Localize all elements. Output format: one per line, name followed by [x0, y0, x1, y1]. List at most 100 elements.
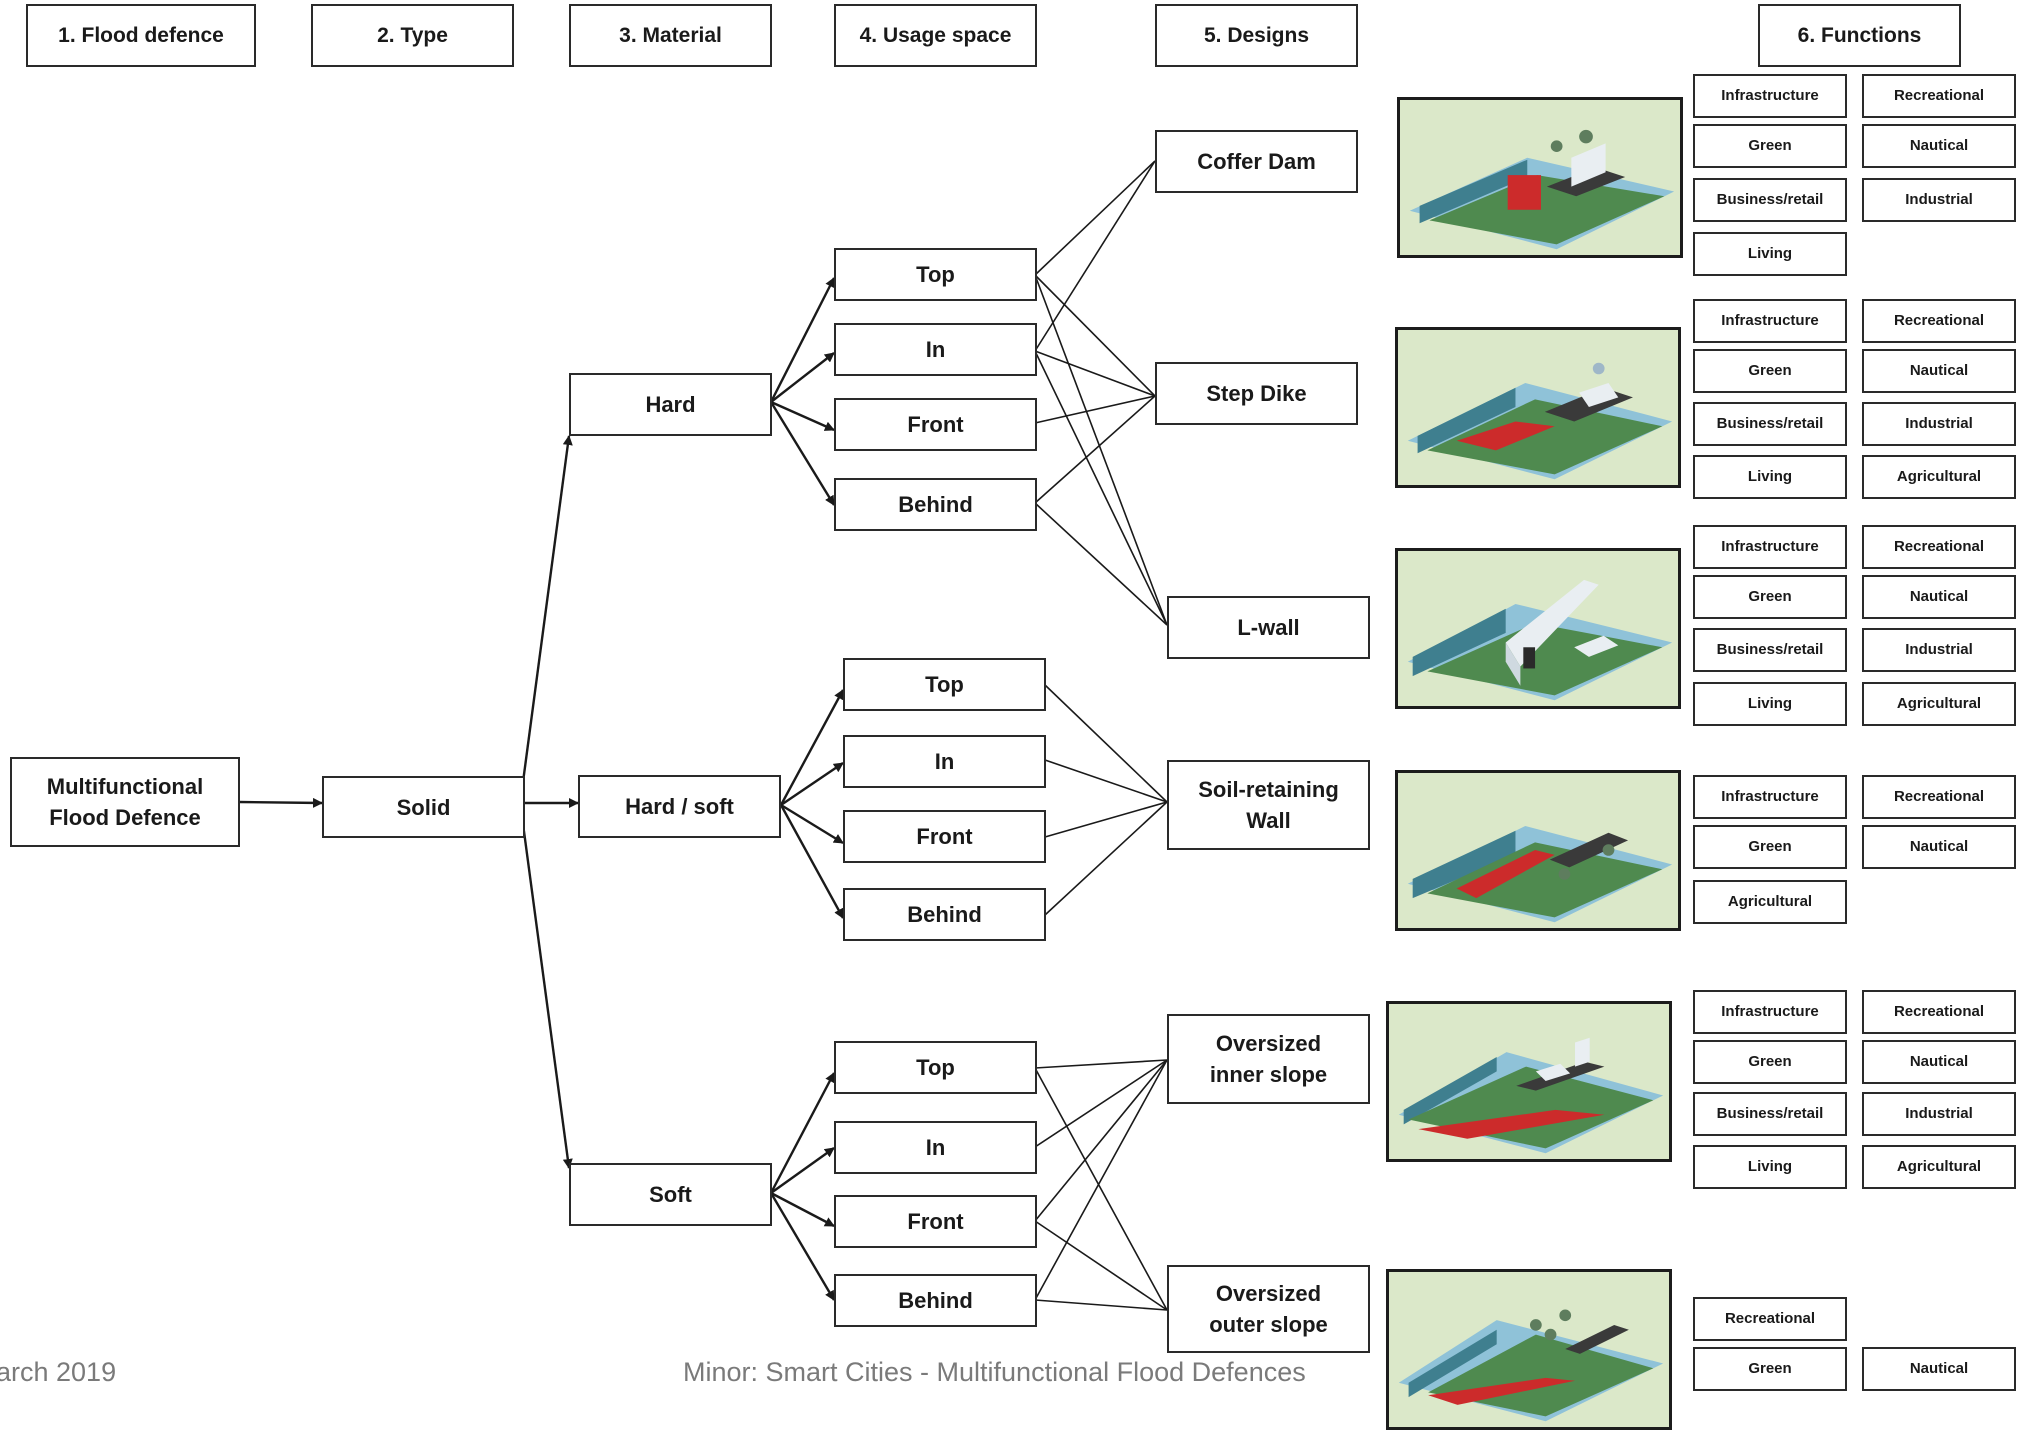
link-top-lwall — [1034, 274, 1168, 626]
coffer-dam-render-icon — [1397, 97, 1683, 258]
arrow-hard-to-behind — [769, 401, 836, 506]
link-s-behind-inner — [1034, 1059, 1168, 1301]
header-type: 2. Type — [311, 4, 514, 67]
function-nautical: Nautical — [1862, 575, 2016, 619]
design-coffer-dam: Coffer Dam — [1155, 130, 1358, 193]
link-top-stepdike — [1034, 274, 1156, 397]
design-oversized-outer-slope: Oversized outer slope — [1167, 1265, 1370, 1353]
link-in-stepdike — [1034, 350, 1156, 397]
material-hard-soft: Hard / soft — [578, 775, 781, 838]
design-l-wall: L-wall — [1167, 596, 1370, 659]
design-soil-retaining-wall: Soil-retaining Wall — [1167, 760, 1370, 850]
function-living: Living — [1693, 232, 1847, 276]
usage-hardsoft-front: Front — [843, 810, 1046, 863]
usage-hard-behind: Behind — [834, 478, 1037, 531]
function-infrastructure: Infrastructure — [1693, 74, 1847, 118]
arrow-hardsoft-to-behind — [779, 804, 845, 919]
function-agricultural: Agricultural — [1862, 682, 2016, 726]
usage-hardsoft-in: In — [843, 735, 1046, 788]
header-designs: 5. Designs — [1155, 4, 1358, 67]
link-s-front-inner — [1034, 1059, 1168, 1222]
link-hs-front-soil — [1044, 801, 1168, 838]
link-s-in-inner — [1034, 1059, 1168, 1148]
root-node: Multifunctional Flood Defence — [10, 757, 240, 847]
arrow-soft-to-in — [770, 1147, 835, 1194]
function-infrastructure: Infrastructure — [1693, 525, 1847, 569]
arrow-hardsoft-to-front — [780, 803, 844, 845]
function-nautical: Nautical — [1862, 124, 2016, 168]
arrow-root-to-solid — [238, 797, 323, 808]
link-hs-behind-soil — [1044, 801, 1168, 916]
function-green: Green — [1693, 825, 1847, 869]
link-s-behind-outer — [1034, 1299, 1168, 1311]
arrow-soft-to-front — [770, 1191, 835, 1228]
link-in-lwall — [1034, 350, 1168, 626]
usage-hardsoft-behind: Behind — [843, 888, 1046, 941]
header-usage-space: 4. Usage space — [834, 4, 1037, 67]
function-infrastructure: Infrastructure — [1693, 775, 1847, 819]
function-living: Living — [1693, 682, 1847, 726]
arrow-solid-to-soft — [521, 823, 573, 1169]
link-in-coffer — [1034, 160, 1156, 352]
arrow-hardsoft-to-in — [780, 762, 844, 806]
usage-soft-in: In — [834, 1121, 1037, 1174]
footer-title: Minor: Smart Cities - Multifunctional Fl… — [683, 1357, 1306, 1387]
function-recreational: Recreational — [1862, 775, 2016, 819]
type-solid: Solid — [322, 776, 525, 838]
link-hs-top-soil — [1044, 684, 1168, 803]
function-nautical: Nautical — [1862, 1040, 2016, 1084]
material-hard: Hard — [569, 373, 772, 436]
usage-hard-front: Front — [834, 398, 1037, 451]
function-recreational: Recreational — [1693, 1297, 1847, 1341]
function-green: Green — [1693, 349, 1847, 393]
footer-date: larch 2019 — [0, 1357, 117, 1387]
usage-hard-in: In — [834, 323, 1037, 376]
link-s-front-outer — [1034, 1220, 1168, 1311]
arrow-hard-to-front — [770, 400, 835, 432]
usage-hardsoft-top: Top — [843, 658, 1046, 711]
function-living: Living — [1693, 1145, 1847, 1189]
link-s-top-outer — [1034, 1067, 1168, 1311]
function-infrastructure: Infrastructure — [1693, 299, 1847, 343]
header-flood-defence: 1. Flood defence — [26, 4, 256, 67]
header-material: 3. Material — [569, 4, 772, 67]
material-soft: Soft — [569, 1163, 772, 1226]
step-dike-render-icon — [1395, 327, 1681, 488]
function-industrial: Industrial — [1862, 402, 2016, 446]
function-green: Green — [1693, 575, 1847, 619]
link-front-stepdike — [1034, 395, 1156, 424]
arrow-hard-to-in — [770, 352, 835, 403]
link-s-top-inner — [1034, 1059, 1168, 1069]
function-recreational: Recreational — [1862, 74, 2016, 118]
usage-soft-behind: Behind — [834, 1274, 1037, 1327]
design-step-dike: Step Dike — [1155, 362, 1358, 425]
arrow-soft-to-behind — [769, 1192, 836, 1301]
function-industrial: Industrial — [1862, 178, 2016, 222]
function-recreational: Recreational — [1862, 525, 2016, 569]
link-behind-stepdike — [1034, 395, 1156, 504]
link-behind-lwall — [1034, 502, 1168, 626]
function-business-retail: Business/retail — [1693, 178, 1847, 222]
function-business-retail: Business/retail — [1693, 628, 1847, 672]
header-functions: 6. Functions — [1758, 4, 1961, 67]
oversized-inner-slope-render-icon — [1386, 1001, 1672, 1162]
function-green: Green — [1693, 1347, 1847, 1391]
function-agricultural: Agricultural — [1862, 1145, 2016, 1189]
link-hs-in-soil — [1044, 759, 1168, 803]
function-industrial: Industrial — [1862, 628, 2016, 672]
function-industrial: Industrial — [1862, 1092, 2016, 1136]
usage-hard-top: Top — [834, 248, 1037, 301]
function-nautical: Nautical — [1862, 825, 2016, 869]
function-recreational: Recreational — [1862, 990, 2016, 1034]
arrow-solid-to-hard — [521, 435, 573, 783]
function-living: Living — [1693, 455, 1847, 499]
function-business-retail: Business/retail — [1693, 402, 1847, 446]
arrow-hardsoft-to-top — [779, 689, 845, 806]
l-wall-render-icon — [1395, 548, 1681, 709]
usage-soft-front: Front — [834, 1195, 1037, 1248]
usage-soft-top: Top — [834, 1041, 1037, 1094]
function-nautical: Nautical — [1862, 349, 2016, 393]
oversized-outer-slope-render-icon — [1386, 1269, 1672, 1430]
function-agricultural: Agricultural — [1693, 880, 1847, 924]
